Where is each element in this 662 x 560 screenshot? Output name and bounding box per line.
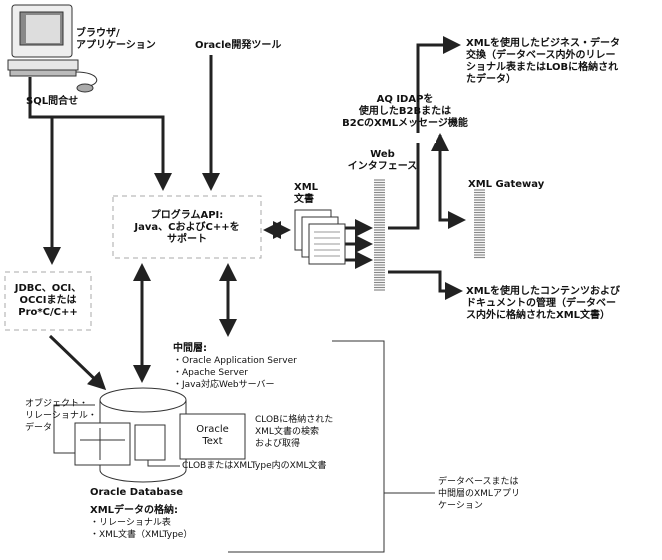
clob-search-line: CLOBに格納された	[255, 415, 334, 425]
app-bracket-line: 中間層のXMLアプリ	[438, 489, 520, 499]
client-label: ブラウザ/アプリケーション	[76, 28, 156, 52]
clob-search-line: XML文書の検索	[255, 427, 319, 437]
web-interface-bar	[374, 179, 385, 291]
program-api-box	[112, 195, 262, 259]
sql-query-arrow	[28, 77, 172, 191]
xml-docs-line: XML	[294, 182, 319, 193]
business-exchange-line: たデータ）	[466, 74, 516, 85]
application-bracket	[228, 340, 385, 553]
middle-tier-item: ・Oracle Application Server	[173, 356, 297, 366]
oracle-text-box	[179, 413, 246, 460]
oracle-text-line: Text	[202, 436, 223, 447]
content-mgmt-line: ス内外に格納されたXML文書）	[466, 310, 611, 321]
web-interface-line: インタフェース	[347, 161, 418, 172]
clob-search-label: CLOBに格納された XML文書の検索および取得	[255, 414, 333, 450]
jdbc-line: JDBC、OCI、	[14, 283, 82, 294]
object-relational-line: データ	[25, 423, 53, 433]
business-exchange-line: XMLを使用したビジネス・データ	[466, 38, 621, 49]
app-bracket-line: データベースまたは	[438, 477, 519, 487]
xml-gateway-bar	[474, 189, 485, 259]
business-exchange-line: ショナル表またはLOBに格納され	[466, 62, 619, 73]
program-api-line: サポート	[167, 234, 207, 245]
business-exchange-line: 交換（データベース内外のリレー	[466, 50, 616, 61]
database-label: Oracle Database	[90, 487, 184, 498]
oracle-text-line: Oracle	[196, 424, 229, 435]
storage-title: XMLデータの格納:	[90, 505, 179, 516]
aq-idap-line: B2CのXMLメッセージ機能	[342, 118, 468, 129]
aq-idap-line: AQ IDAPを	[376, 94, 434, 105]
jdbc-db-arrow	[48, 334, 107, 391]
storage-item: ・XML文書（XMLType）	[90, 530, 193, 540]
clob-xmltype-label: CLOBまたはXMLType内のXML文書	[182, 461, 327, 471]
content-mgmt-arrow	[388, 270, 463, 300]
app-bracket-label: データベースまたは中間層のXMLアプリケーション	[438, 476, 520, 512]
gateway-arrow	[438, 135, 466, 229]
client-label-line: ブラウザ/	[76, 28, 120, 39]
object-relational-line: リレーショナル・	[25, 411, 97, 421]
xml-document-icon	[294, 209, 346, 265]
object-relational-line: オブジェクト・	[25, 399, 89, 409]
sql-query-label: SQL問合せ	[26, 96, 79, 107]
computer-icon	[7, 4, 98, 93]
client-label-line: アプリケーション	[76, 40, 156, 51]
content-mgmt-line: XMLを使用したコンテンツおよび	[466, 286, 621, 297]
object-relational-label: オブジェクト・リレーショナル・データ	[25, 398, 97, 434]
xml-gateway-label: XML Gateway	[468, 179, 545, 190]
clob-search-line: および取得	[255, 439, 301, 449]
program-api-line: Java、CおよびC++を	[134, 222, 240, 233]
middle-tier-item: ・Apache Server	[173, 368, 248, 378]
middle-tier-title: 中間層:	[173, 343, 207, 354]
aq-idap-line: 使用したB2Bまたは	[358, 106, 452, 117]
xml-docs-line: 文書	[294, 194, 314, 205]
jdbc-line: OCCIまたは	[19, 295, 77, 306]
content-mgmt-label: XMLを使用したコンテンツおよびドキュメントの管理（データベース内外に格納された…	[466, 286, 620, 322]
database-cylinder-icon	[74, 387, 246, 483]
business-exchange-label: XMLを使用したビジネス・データ交換（データベース内外のリレーショナル表またはL…	[466, 38, 620, 86]
storage-label: XMLデータの格納: ・リレーショナル表・XML文書（XMLType）	[90, 505, 192, 541]
middle-tier-label: 中間層: ・Oracle Application Server ・Apache Se…	[173, 343, 297, 391]
storage-item: ・リレーショナル表	[90, 518, 171, 528]
program-api-line: プログラムAPI:	[150, 210, 224, 221]
dev-tools-label: Oracle開発ツール	[195, 40, 282, 51]
content-mgmt-line: ドキュメントの管理（データベー	[466, 298, 616, 309]
jdbc-line: Pro*C/C++	[18, 307, 78, 318]
middle-tier-item: ・Java対応Webサーバー	[173, 380, 275, 390]
program-api-label: プログラムAPI:Java、CおよびC++をサポート	[113, 210, 261, 246]
app-bracket-line: ケーション	[438, 501, 483, 511]
web-interface-line: Web	[370, 149, 395, 160]
